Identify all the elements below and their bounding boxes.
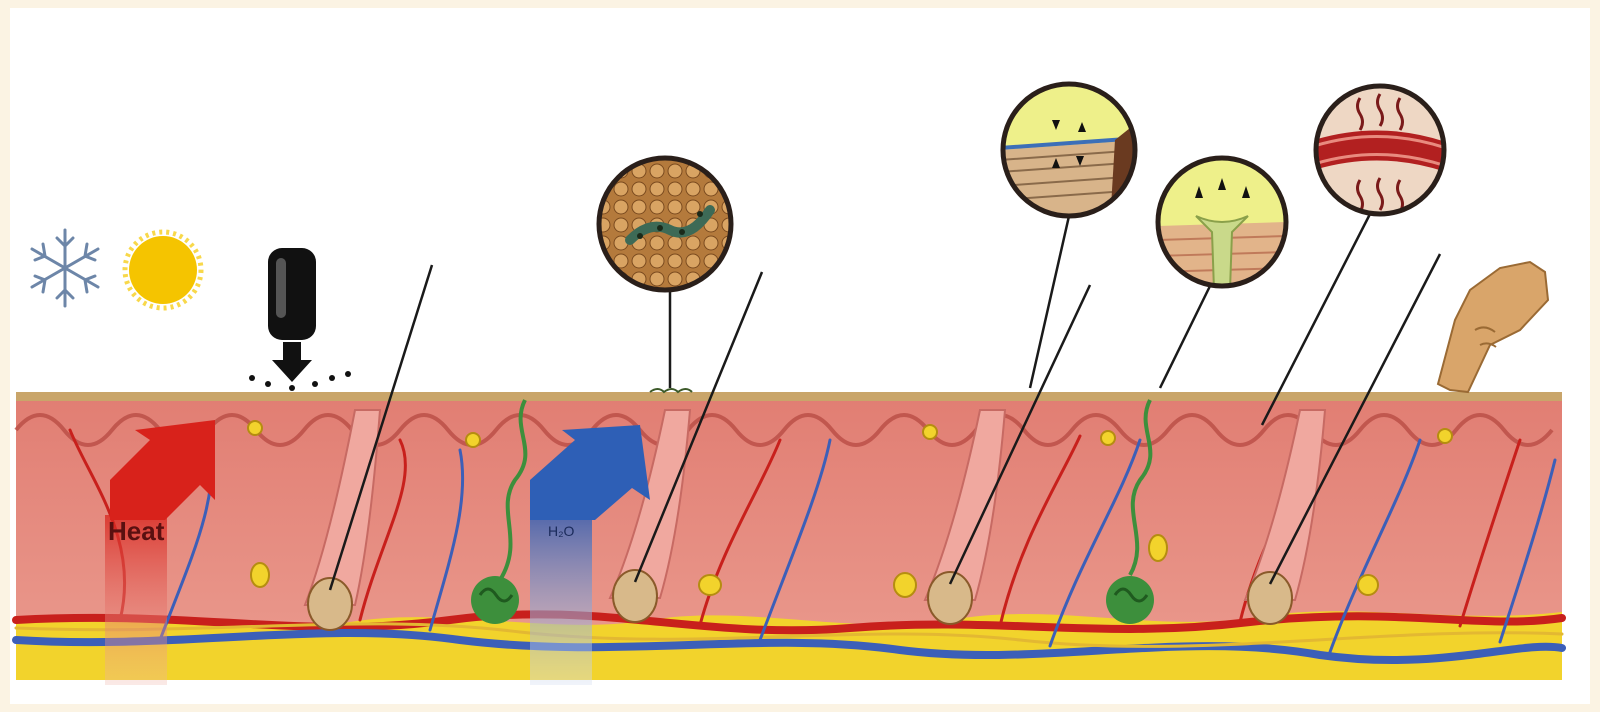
touch-receptor	[251, 563, 269, 587]
nerve-ending	[1101, 431, 1115, 445]
epidermis-surface	[16, 392, 1562, 401]
dermis-layer	[16, 398, 1562, 626]
heat-label: Heat	[108, 516, 165, 546]
surface-microbes	[650, 389, 692, 392]
sweat-pore-inset	[1156, 156, 1288, 290]
nerve-ending	[248, 421, 262, 435]
nerve-ending	[923, 425, 937, 439]
spray-arrow	[272, 342, 312, 382]
nerve-ending	[1438, 429, 1452, 443]
water-label: H₂O	[548, 523, 575, 539]
touch-receptor	[1358, 575, 1378, 595]
pointing-finger-icon	[1438, 262, 1548, 392]
snowflake-icon	[32, 230, 98, 306]
skin-layer-pressure-inset	[1000, 82, 1140, 224]
blood-vessel-inset	[1314, 84, 1446, 216]
spray-bottle-icon	[249, 248, 351, 391]
touch-receptor	[1149, 535, 1167, 561]
sun-icon	[125, 232, 201, 308]
nerve-ending	[466, 433, 480, 447]
touch-receptor	[894, 573, 916, 597]
touch-receptor	[699, 575, 721, 595]
microorganism-inset	[595, 154, 735, 294]
